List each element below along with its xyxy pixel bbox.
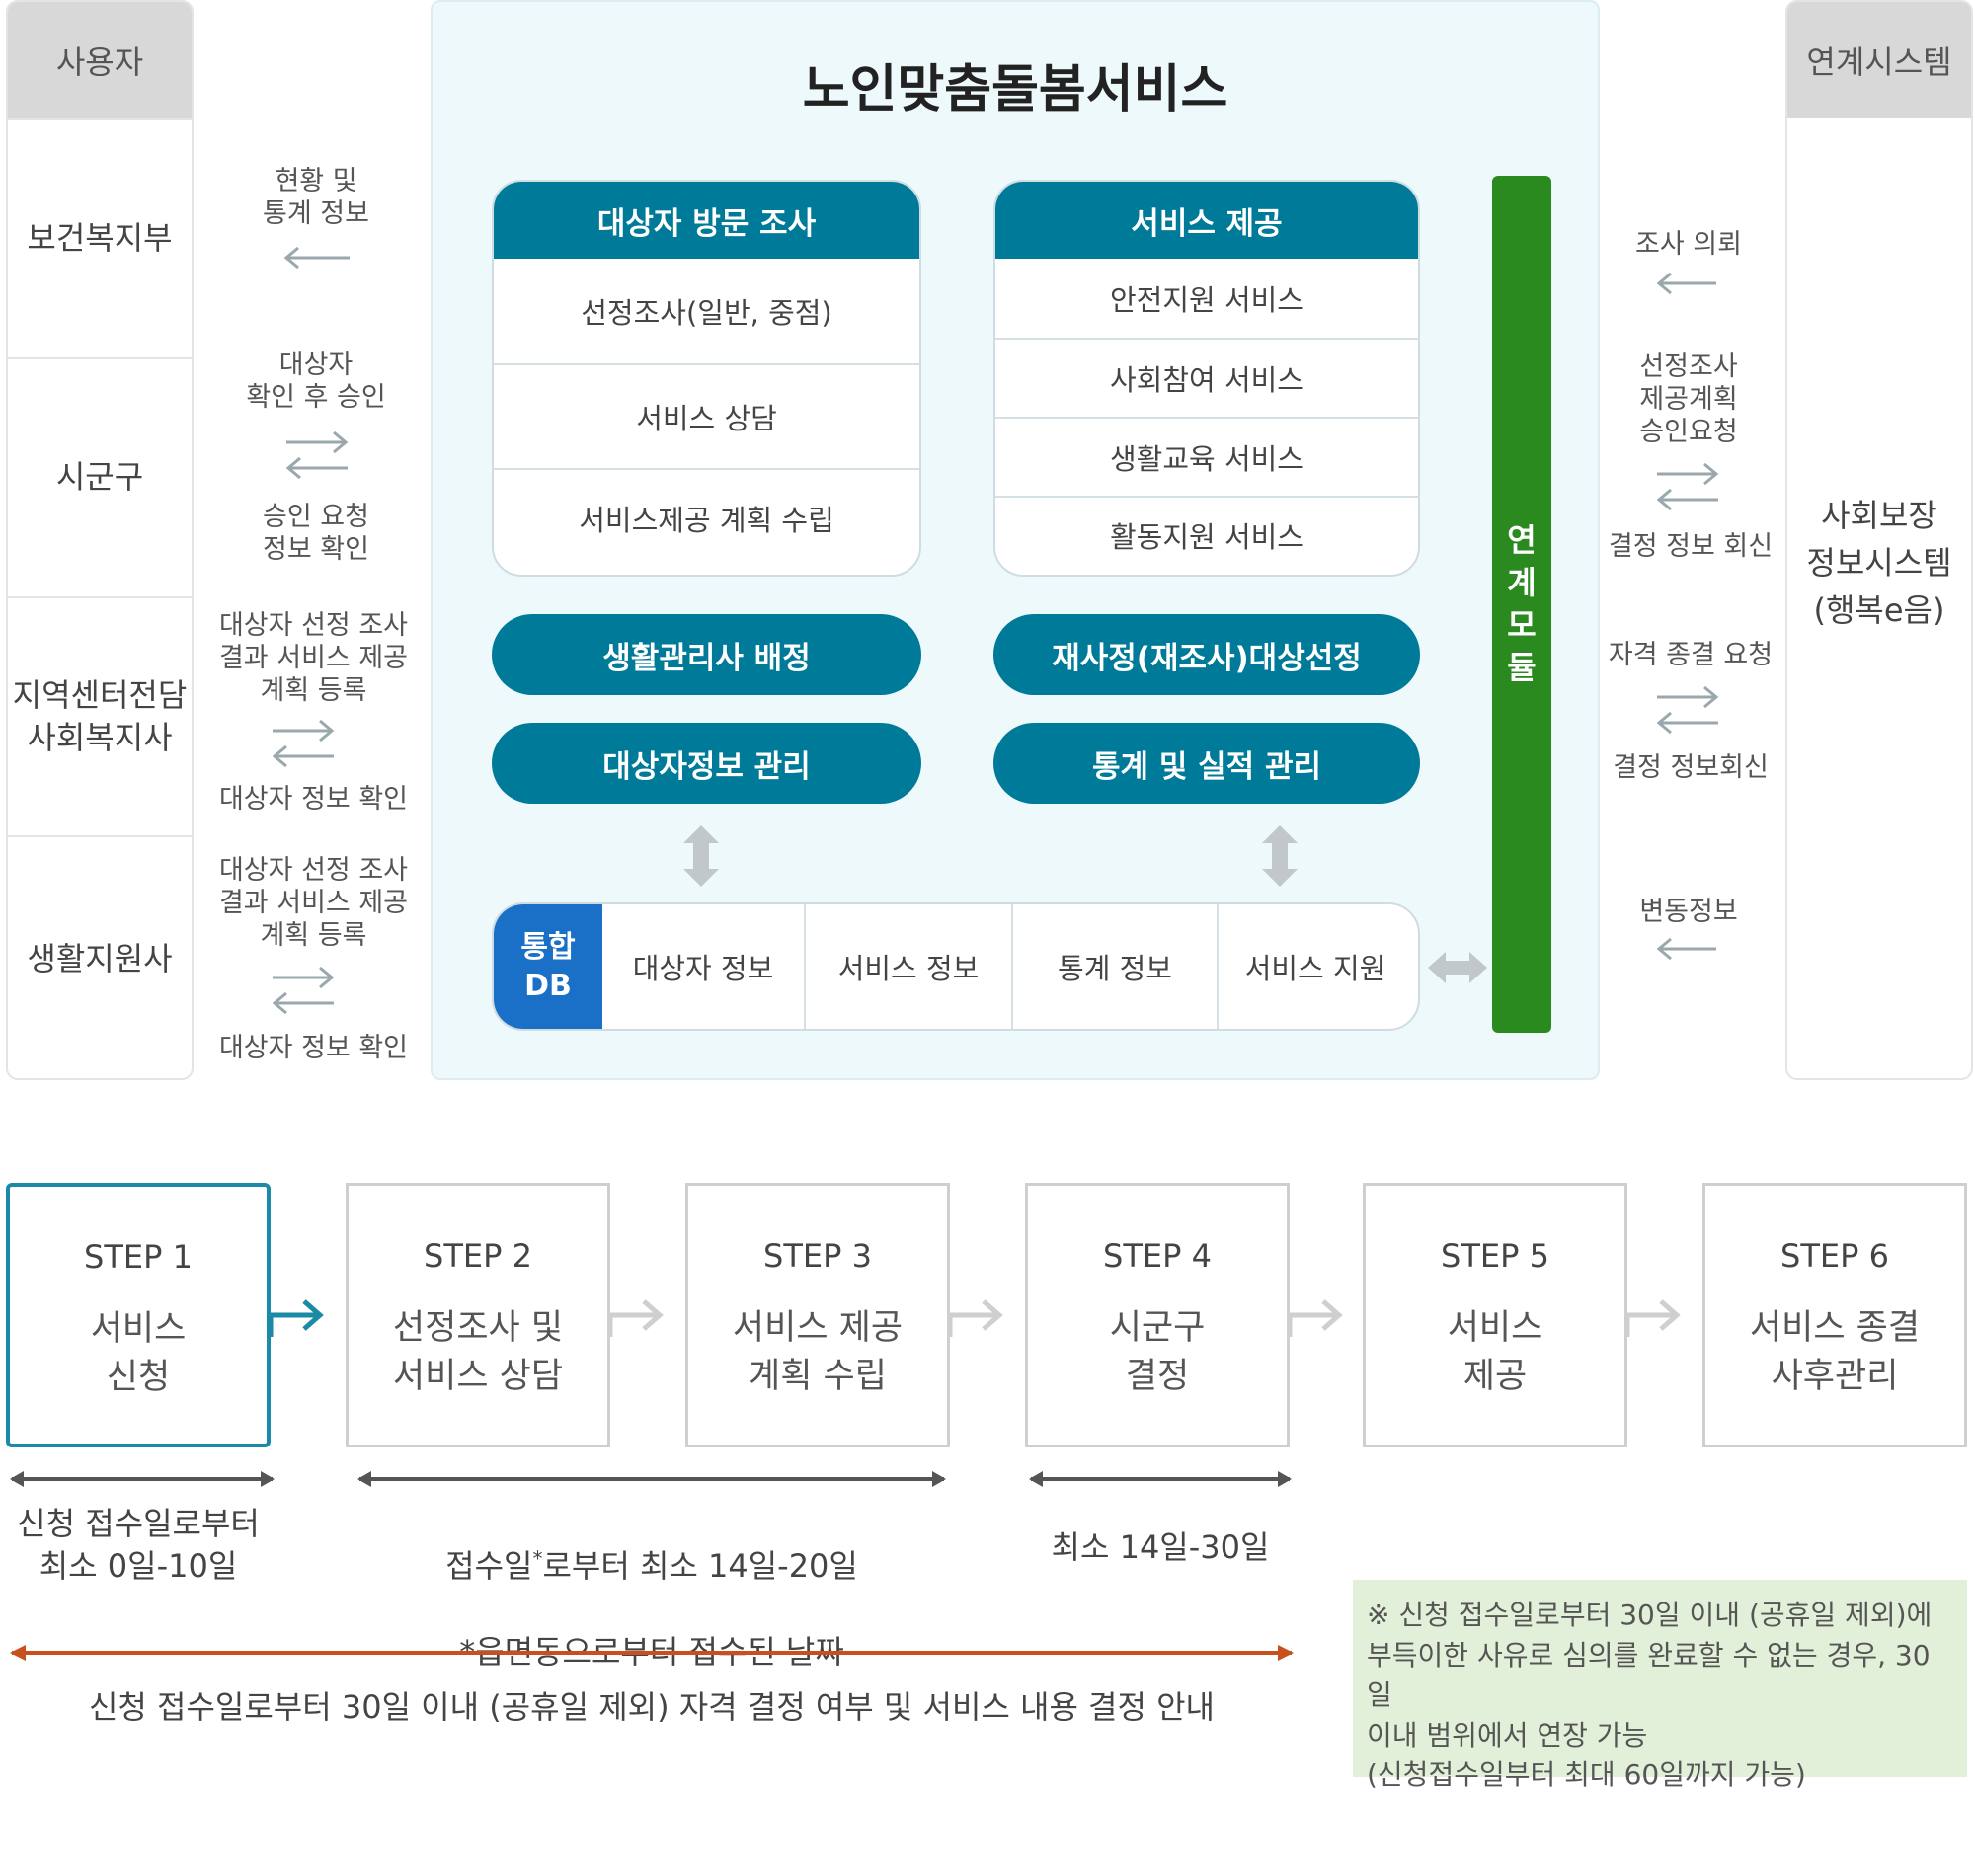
step-title: 서비스 신청 bbox=[90, 1309, 187, 1397]
duration-step2-3: 접수일*로부터 최소 14일-20일 *읍면동으로부터 접수된 날짜 bbox=[375, 1503, 928, 1674]
step-arrow-icon bbox=[608, 1299, 664, 1337]
user-sigungu: 시군구 bbox=[8, 357, 192, 596]
user-column: 사용자 보건복지부 시군구 지역센터전담 사회복지사 생활지원사 bbox=[6, 0, 194, 1080]
step-label: STEP 3 bbox=[763, 1237, 872, 1275]
flow-termination-request: 자격 종결 요청 bbox=[1608, 640, 1774, 670]
flow-confirm-target-2: 대상자 정보 확인 bbox=[218, 1033, 409, 1063]
link-module: 연 계 모 듈 bbox=[1492, 176, 1551, 1033]
flow-register-plan-2: 대상자 선정 조사 결과 서비스 제공 계획 등록 bbox=[218, 855, 409, 951]
flow-stats-info: 현황 및 통계 정보 bbox=[263, 166, 369, 229]
duration-range-arrow bbox=[10, 1471, 275, 1487]
visit-survey-header: 대상자 방문 조사 bbox=[494, 182, 919, 259]
linked-system-header: 연계시스템 bbox=[1787, 2, 1971, 118]
step-title: 서비스 제공 bbox=[1447, 1308, 1543, 1396]
step-title: 선정조사 및 서비스 상담 bbox=[392, 1308, 564, 1396]
pill-manager-assign: 생활관리사 배정 bbox=[492, 614, 921, 695]
step-label: STEP 1 bbox=[84, 1238, 193, 1276]
visit-item: 서비스제공 계획 수립 bbox=[494, 468, 919, 567]
db-cell: 서비스 지원 bbox=[1217, 904, 1412, 1029]
linked-system-name: 사회보장 정보시스템 (행복e음) bbox=[1806, 497, 1952, 629]
flow-confirm-target-1: 대상자 정보 확인 bbox=[218, 784, 409, 815]
swap-arrows-icon bbox=[272, 966, 335, 1015]
main-title: 노인맞춤돌봄서비스 bbox=[802, 60, 1228, 119]
step-arrow-icon bbox=[1625, 1299, 1681, 1337]
arrow-left-icon bbox=[1656, 272, 1716, 295]
duration-step1: 신청 접수일로부터 최소 0일-10일 bbox=[17, 1505, 260, 1586]
integrated-db-label: 통합 DB bbox=[494, 904, 602, 1029]
integrated-db-bar: 통합 DB 대상자 정보 서비스 정보 통계 정보 서비스 지원 bbox=[492, 902, 1420, 1031]
step-card: STEP 2 선정조사 및 서비스 상담 bbox=[346, 1183, 610, 1447]
visit-item: 서비스 상담 bbox=[494, 363, 919, 468]
step-title: 서비스 제공 계획 수립 bbox=[732, 1308, 904, 1396]
step-arrow-icon bbox=[1288, 1299, 1343, 1337]
duration-step2-3-suffix: 로부터 최소 14일-20일 bbox=[542, 1547, 858, 1586]
step-card: STEP 4 시군구 결정 bbox=[1025, 1183, 1290, 1447]
step-card: STEP 1 서비스 신청 bbox=[6, 1183, 271, 1447]
user-life-supporter: 생활지원사 bbox=[8, 835, 192, 1078]
step-title: 시군구 결정 bbox=[1109, 1308, 1206, 1396]
visit-item: 선정조사(일반, 중점) bbox=[581, 296, 832, 330]
double-arrow-horizontal-icon bbox=[1428, 952, 1487, 983]
step-title: 서비스 종결 사후관리 bbox=[1749, 1308, 1921, 1396]
extension-note: ※ 신청 접수일로부터 30일 이내 (공휴일 제외)에 부득이한 사유로 심의… bbox=[1353, 1580, 1967, 1791]
flow-survey-request: 조사 의뢰 bbox=[1635, 229, 1742, 260]
step-arrow-icon bbox=[269, 1299, 324, 1337]
duration-step4: 최소 14일-30일 bbox=[1051, 1528, 1270, 1566]
arrow-left-icon bbox=[1656, 937, 1716, 961]
step-card: STEP 5 서비스 제공 bbox=[1363, 1183, 1627, 1447]
db-cell: 대상자 정보 bbox=[632, 952, 774, 985]
step-label: STEP 6 bbox=[1780, 1237, 1889, 1275]
db-cell: 통계 정보 bbox=[1011, 904, 1217, 1029]
service-header: 서비스 제공 bbox=[995, 182, 1418, 259]
swap-arrows-icon bbox=[1656, 462, 1719, 511]
step-card: STEP 3 서비스 제공 계획 수립 bbox=[685, 1183, 950, 1447]
swap-arrows-icon bbox=[272, 719, 335, 768]
flow-plan-approval-request: 선정조사 제공계획 승인요청 bbox=[1639, 352, 1738, 447]
step-label: STEP 2 bbox=[424, 1237, 532, 1275]
pill-stats-performance: 통계 및 실적 관리 bbox=[993, 723, 1420, 804]
service-item: 활동지원 서비스 bbox=[995, 496, 1418, 573]
service-item: 생활교육 서비스 bbox=[995, 417, 1418, 496]
flow-approval-request: 승인 요청 정보 확인 bbox=[263, 502, 369, 565]
user-ministry: 보건복지부 bbox=[8, 118, 192, 357]
duration-range-arrow bbox=[357, 1471, 946, 1487]
duration-asterisk: * bbox=[532, 1546, 543, 1571]
user-social-worker: 지역센터전담 사회복지사 bbox=[8, 596, 192, 835]
service-item: 안전지원 서비스 bbox=[1110, 283, 1304, 317]
step-arrow-icon bbox=[948, 1299, 1003, 1337]
duration-range-arrow bbox=[1029, 1471, 1292, 1487]
db-cell: 서비스 정보 bbox=[804, 904, 1011, 1029]
swap-arrows-icon bbox=[285, 430, 349, 480]
flow-change-info: 변동정보 bbox=[1639, 897, 1738, 927]
user-column-header: 사용자 bbox=[8, 2, 192, 118]
service-card: 서비스 제공 안전지원 서비스 사회참여 서비스 생활교육 서비스 활동지원 서… bbox=[993, 180, 1420, 577]
service-item: 사회참여 서비스 bbox=[995, 338, 1418, 417]
step-label: STEP 5 bbox=[1441, 1237, 1549, 1275]
overall-duration-text: 신청 접수일로부터 30일 이내 (공휴일 제외) 자격 결정 여부 및 서비스… bbox=[88, 1688, 1215, 1726]
swap-arrows-icon bbox=[1656, 685, 1719, 735]
pill-target-info: 대상자정보 관리 bbox=[492, 723, 921, 804]
visit-survey-card: 대상자 방문 조사 선정조사(일반, 중점) 서비스 상담 서비스제공 계획 수… bbox=[492, 180, 921, 577]
flow-approve-after-confirm: 대상자 확인 후 승인 bbox=[246, 350, 386, 413]
double-arrow-vertical-icon bbox=[683, 825, 719, 887]
step-label: STEP 4 bbox=[1103, 1237, 1212, 1275]
flow-register-plan-1: 대상자 선정 조사 결과 서비스 제공 계획 등록 bbox=[218, 610, 409, 706]
pill-reassessment: 재사정(재조사)대상선정 bbox=[993, 614, 1420, 695]
flow-decision-reply: 결정 정보 회신 bbox=[1608, 531, 1774, 562]
overall-range-arrow bbox=[10, 1645, 1294, 1661]
linked-system-column: 연계시스템 사회보장 정보시스템 (행복e음) bbox=[1785, 0, 1973, 1080]
flow-decision-info-reply: 결정 정보회신 bbox=[1613, 752, 1769, 783]
step-card: STEP 6 서비스 종결 사후관리 bbox=[1702, 1183, 1967, 1447]
double-arrow-vertical-icon bbox=[1262, 825, 1298, 887]
arrow-left-icon bbox=[283, 246, 350, 270]
duration-step2-3-prefix: 접수일 bbox=[445, 1547, 533, 1586]
